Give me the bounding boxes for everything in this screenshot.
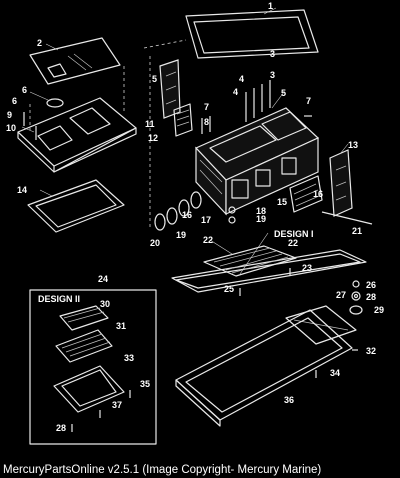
- callout-6: 4: [239, 74, 244, 84]
- part-16-o-ring: [46, 98, 64, 108]
- part-24-grate: [55, 329, 113, 363]
- part-19-right-screen: [289, 175, 323, 213]
- part-1-main-housing: [194, 107, 320, 216]
- callout-3: 5: [152, 74, 157, 84]
- design-two-box: [29, 289, 157, 445]
- part-34-base-plate: [175, 309, 353, 427]
- callout-23: 30: [100, 299, 110, 309]
- callout-37: 29: [374, 305, 384, 315]
- design-one-label: DESIGN I: [274, 229, 314, 239]
- leader-lines: [21, 7, 349, 275]
- callout-22: 22: [288, 238, 298, 248]
- callout-17: 1: [268, 1, 273, 11]
- rings-7-8-9: [154, 191, 202, 231]
- callout-2: 7: [306, 96, 311, 106]
- part-10-gasket: [27, 179, 125, 233]
- callout-36: 28: [366, 292, 376, 302]
- callout-22b: 24: [98, 274, 108, 284]
- callout-19: 12: [148, 133, 158, 143]
- callout-33: 32: [366, 346, 376, 356]
- callout-21: 22: [203, 235, 213, 245]
- part-22-grate-design-one: [203, 245, 297, 277]
- callout-4: 3: [270, 70, 275, 80]
- part-23-grate-design-two: [59, 305, 109, 331]
- callout-16b: 11: [145, 119, 155, 129]
- callout-11: 19: [256, 214, 266, 224]
- screws-29-30-33-35: [239, 268, 358, 378]
- design-two-label: DESIGN II: [38, 294, 80, 304]
- bolts: [23, 80, 312, 140]
- part-3-left-bracket: [159, 59, 181, 119]
- callout-16: 6: [22, 85, 27, 95]
- callout-4c: 8: [204, 117, 209, 127]
- part-11-washer: [228, 216, 236, 224]
- callout-5b: 6: [12, 96, 17, 106]
- callout-19b: 15: [277, 197, 287, 207]
- washers-32-36-37: [349, 280, 363, 315]
- callout-28: 28: [56, 423, 66, 433]
- part-31-plate: [285, 305, 357, 345]
- part-3-right-bracket: [329, 149, 353, 217]
- part-20-shaft: [321, 211, 373, 225]
- callout-labels: 1 2 3 3 4 4 5 5 6 6 7 7 8 9 10 11 12 13 …: [6, 1, 384, 410]
- callout-15: 2: [37, 38, 42, 48]
- part-13-plate: [17, 97, 137, 173]
- callout-7: 16: [182, 210, 192, 220]
- part-21-gasket: [171, 249, 367, 293]
- part-12-washer: [228, 206, 236, 214]
- callout-9: 20: [150, 238, 160, 248]
- callout-12: 18: [256, 206, 266, 216]
- image-caption: MercuryPartsOnline v2.5.1 (Image Copyrig…: [3, 464, 322, 476]
- callout-18: 16: [313, 189, 323, 199]
- exploded-parts-diagram: 1 2 3 3 4 4 5 5 6 6 7 7 8 9 10 11 12 13 …: [6, 1, 384, 445]
- callout-32: 26: [366, 280, 376, 290]
- part-25-frame: [53, 365, 125, 413]
- callout-6b: 7: [204, 102, 209, 112]
- callout-14: 9: [7, 110, 12, 120]
- callout-29: 25: [224, 284, 234, 294]
- callout-8: 19: [176, 230, 186, 240]
- callout-5: 3: [270, 49, 275, 59]
- callout-20: 21: [352, 226, 362, 236]
- callout-13: 10: [6, 123, 16, 133]
- part-18-screen: [173, 103, 193, 137]
- callout-4b: 4: [233, 87, 238, 97]
- callout-1: 5: [281, 88, 286, 98]
- callout-27: 37: [112, 400, 122, 410]
- callout-34: 36: [284, 395, 294, 405]
- callout-30: 23: [302, 263, 312, 273]
- part-15-cover-plate: [29, 37, 121, 85]
- callout-31: 27: [336, 290, 346, 300]
- callout-3b: 13: [348, 140, 358, 150]
- callout-25: 33: [124, 353, 134, 363]
- callout-24: 31: [116, 321, 126, 331]
- callout-35: 34: [330, 368, 340, 378]
- callout-26: 35: [140, 379, 150, 389]
- callout-10: 14: [17, 185, 27, 195]
- callout-7b: 17: [201, 215, 211, 225]
- part-17-top-gasket: [185, 9, 319, 59]
